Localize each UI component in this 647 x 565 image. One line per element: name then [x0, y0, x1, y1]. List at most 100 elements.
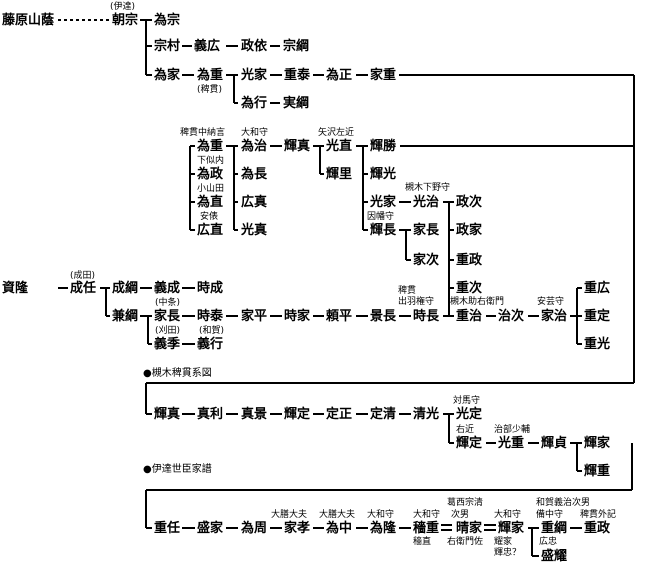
- person-masayori: 政依: [241, 39, 268, 54]
- person-tamechika: 為周: [241, 521, 268, 536]
- person-yorihira: 頼平: [326, 309, 353, 324]
- person-yoshihiro: 義広: [194, 39, 221, 54]
- person-ienaga-a: 家長: [154, 309, 181, 324]
- note-anjo: 安俵: [200, 212, 219, 222]
- note-shimonai: 下似内: [197, 156, 225, 166]
- person-tameharu: 為治: [241, 139, 268, 154]
- person-shigeyasu: 重泰: [284, 68, 311, 83]
- person-sadamasa: 定正: [326, 407, 353, 422]
- person-tokiyasu: 時泰: [197, 309, 224, 324]
- person-fujiwara-yamakage: 藤原山蔭: [2, 13, 55, 28]
- note-jinan: 次男: [451, 510, 470, 520]
- note-dewa-gonnokami: 出羽権守: [398, 297, 435, 307]
- note-waga-yoshiharu: 和賀義治次男: [536, 498, 591, 508]
- person-shigetsuna: 重綱: [541, 521, 568, 536]
- person-mitsunao: 光直: [326, 139, 353, 154]
- note-kaki-sukeemon: 槻木助右衛門: [450, 297, 505, 307]
- person-tamenaga: 為長: [241, 167, 268, 182]
- person-sanekage: 真景: [241, 407, 268, 422]
- person-tamemasa: 為正: [326, 68, 353, 83]
- person-kiyomitsu: 清光: [413, 407, 440, 422]
- note-hirotada: 広忠: [539, 537, 558, 547]
- note-yamato-no-kami-3: 大和守: [413, 510, 441, 520]
- person-hirozane: 広真: [241, 195, 268, 210]
- note-yazawa-sakon: 矢沢左近: [318, 128, 355, 138]
- person-shigetsugu: 重次: [456, 281, 483, 296]
- person-sadakiyo: 定清: [370, 407, 397, 422]
- note-kashiwa-taifu-1: 大膳大夫: [271, 510, 308, 520]
- person-tameshige-a: 為重: [197, 68, 224, 83]
- note-yamato-no-kami-2: 大和守: [367, 510, 395, 520]
- section-label-date-seishin: ●伊達世臣家譜: [143, 464, 212, 475]
- note-narita: (成田): [70, 271, 96, 281]
- person-ieharu: 家治: [541, 309, 568, 324]
- person-tametaka: 為隆: [370, 521, 397, 536]
- note-date-clan: (伊達): [110, 2, 136, 12]
- person-terushige: 輝重: [584, 464, 611, 479]
- note-terue-alt1: 耀家: [494, 537, 513, 547]
- person-masaie: 政家: [456, 223, 483, 238]
- person-ietaka: 家孝: [284, 521, 311, 536]
- person-iehira: 家平: [241, 309, 268, 324]
- person-mitsuharu: 光治: [413, 195, 440, 210]
- person-terumitsu: 輝光: [370, 167, 397, 182]
- person-kanetsuna: 兼綱: [112, 309, 139, 324]
- person-shigemitsu: 重光: [584, 337, 611, 352]
- note-bicchu-no-kami: 備中守: [536, 510, 564, 520]
- person-tameshige-b: 為重: [197, 139, 224, 154]
- person-terukatsu: 輝勝: [370, 139, 397, 154]
- person-tameie: 為家: [154, 68, 181, 83]
- person-munemura: 宗村: [154, 39, 181, 54]
- person-terusada: 輝定: [284, 407, 311, 422]
- person-terusane: 輝真: [284, 139, 311, 154]
- person-tomomune: 朝宗: [112, 13, 139, 28]
- person-tamemune: 為宗: [154, 13, 181, 28]
- person-terunaga: 輝長: [370, 223, 397, 238]
- note-tsushima-no-kami: 対馬守: [453, 396, 481, 406]
- note-taneshige-alt: 穡直: [413, 537, 432, 547]
- note-yamato-no-kami-4: 大和守: [494, 510, 522, 520]
- person-tokinari: 時成: [197, 281, 224, 296]
- person-tamenaka: 為中: [326, 521, 353, 536]
- person-shigehiro: 重広: [584, 281, 611, 296]
- person-ieshige: 家重: [370, 68, 397, 83]
- person-sanetsuna: 実綱: [283, 96, 310, 111]
- person-ietsugu: 家次: [413, 253, 440, 268]
- person-mitsuie-a: 光家: [241, 68, 268, 83]
- person-terue: 輝家: [584, 436, 611, 451]
- person-shigemasa: 重政: [456, 253, 483, 268]
- person-sukeyoshi: 資隆: [2, 281, 29, 296]
- person-terusane-b: 輝真: [154, 407, 181, 422]
- note-kaki-shimotsuke: 槻木下野守: [405, 183, 451, 193]
- note-waga: (和賀): [199, 326, 225, 336]
- person-yoshisue: 義季: [154, 337, 181, 352]
- note-koyamada: 小山田: [197, 184, 225, 194]
- person-yoshiyuki: 義行: [197, 337, 224, 352]
- person-tamenao: 為直: [197, 195, 224, 210]
- person-mitsushige: 光重: [498, 436, 525, 451]
- person-moriaki: 盛耀: [541, 549, 568, 564]
- person-tameyuki: 為行: [241, 96, 268, 111]
- person-taneshige: 穡重: [413, 521, 440, 536]
- person-masatsugu: 政次: [456, 195, 483, 210]
- note-jibu-shoyu: 治部少輔: [494, 425, 531, 435]
- person-tokiie: 時家: [284, 309, 311, 324]
- note-inaba-no-kami: 因幡守: [367, 212, 395, 222]
- person-shigesada: 重定: [584, 309, 611, 324]
- person-munetsuna: 宗綱: [283, 39, 310, 54]
- person-masatoshi: 真利: [197, 407, 224, 422]
- note-nakajo: (中条): [155, 298, 181, 308]
- person-mitsuzane: 光真: [241, 223, 268, 238]
- person-terusada-b: 輝定: [456, 436, 483, 451]
- person-terue-b: 輝家: [498, 521, 525, 536]
- note-ukon: 右近: [456, 425, 475, 435]
- person-seie: 晴家: [456, 521, 483, 536]
- person-terusato: 輝里: [326, 167, 353, 182]
- note-kuzuyo-munekiyo: 葛西宗清: [447, 498, 484, 508]
- person-tokinaga: 時長: [413, 309, 440, 324]
- person-naritsuna: 成綱: [112, 281, 139, 296]
- person-hironao: 広直: [197, 223, 224, 238]
- note-kashiwa-taifu-2: 大膳大夫: [319, 510, 356, 520]
- note-karita: (刈田): [155, 326, 181, 336]
